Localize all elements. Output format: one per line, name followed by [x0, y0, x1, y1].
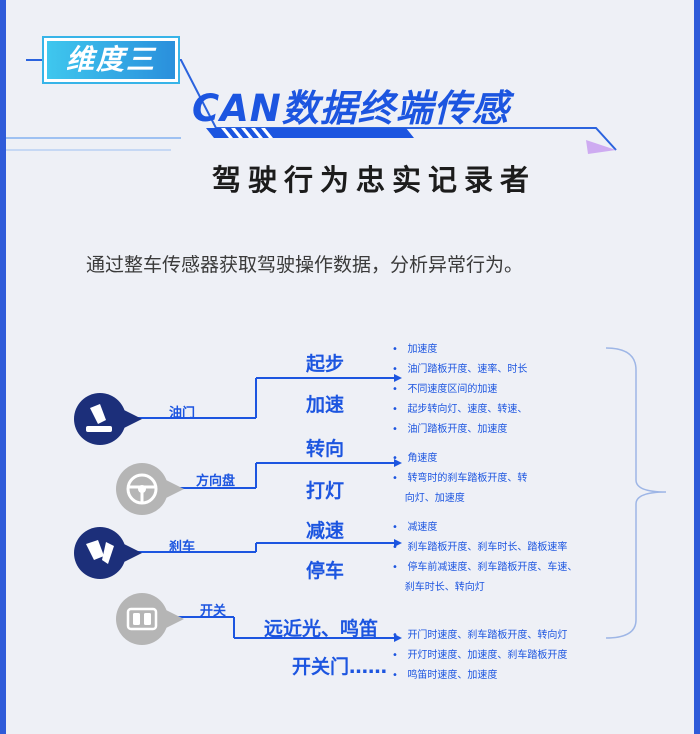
steering-wheel-icon [112, 460, 188, 518]
group-gas-lines [136, 374, 402, 419]
list-item: • 刹车踏板开度、刹车时长、踏板速率 [392, 542, 568, 553]
list-item: • 油门踏板开度、加速度 [392, 424, 508, 435]
control-label-gas: 油门 [169, 406, 196, 421]
page-title: CAN数据终端传感 [192, 87, 510, 130]
list-item: • 角速度 [392, 453, 438, 464]
list-item: • 加速度 [392, 344, 438, 355]
details-switch: • 开门时速度、刹车踏板开度、转向灯 • 开灯时速度、加速度、刹车踏板开度 • … [392, 623, 567, 683]
group-steering-lines [176, 459, 402, 489]
brake-pedal-icon [70, 524, 146, 582]
action-accelerate: 加速 [306, 394, 345, 416]
list-item: • 开门时速度、刹车踏板开度、转向灯 [392, 630, 568, 641]
list-item: • 开灯时速度、加速度、刹车踏板开度 [392, 650, 568, 661]
action-lights-horn: 远近光、鸣笛 [264, 618, 379, 640]
action-start: 起步 [306, 353, 345, 375]
list-item: • 转弯时的刹车踏板开度、转 [392, 473, 528, 484]
control-label-switch: 开关 [200, 604, 227, 619]
action-doors: 开关门…… [292, 656, 388, 678]
action-stop: 停车 [306, 560, 345, 582]
group-brake-lines [136, 539, 402, 553]
list-item: • 不同速度区间的加速 [392, 384, 498, 395]
list-item: 向灯、加速度 [404, 493, 465, 504]
list-item: • 鸣笛时速度、加速度 [392, 670, 498, 681]
action-decelerate: 减速 [306, 520, 345, 542]
intro-text: 通过整车传感器获取驾驶操作数据，分析异常行为。 [86, 254, 524, 276]
details-brake: • 减速度 • 刹车踏板开度、刹车时长、踏板速率 • 停车前减速度、刹车踏板开度… [392, 515, 577, 595]
action-signal: 打灯 [306, 480, 345, 502]
group-switch-lines [176, 616, 402, 642]
control-label-brake: 刹车 [169, 540, 196, 555]
action-turn: 转向 [306, 438, 345, 460]
list-item: • 停车前减速度、刹车踏板开度、车速、 [392, 562, 578, 573]
diagram-connectors [136, 347, 667, 642]
list-item: • 油门踏板开度、速率、时长 [392, 364, 528, 375]
gas-pedal-icon [70, 390, 146, 448]
dimension-badge: 维度三 [44, 38, 178, 82]
details-gas: • 加速度 • 油门踏板开度、速率、时长 • 不同速度区间的加速 • 起步转向灯… [392, 337, 527, 437]
list-item: • 起步转向灯、速度、转速、 [392, 404, 528, 415]
control-label-steering: 方向盘 [196, 474, 236, 489]
summary-bracket [605, 347, 667, 639]
list-item: • 减速度 [392, 522, 438, 533]
list-item: 刹车时长、转向灯 [404, 582, 485, 593]
page-subtitle: 驾驶行为忠实记录者 [212, 163, 537, 197]
switch-panel-icon [112, 590, 188, 648]
details-steering: • 角速度 • 转弯时的刹车踏板开度、转 向灯、加速度 [392, 446, 527, 506]
